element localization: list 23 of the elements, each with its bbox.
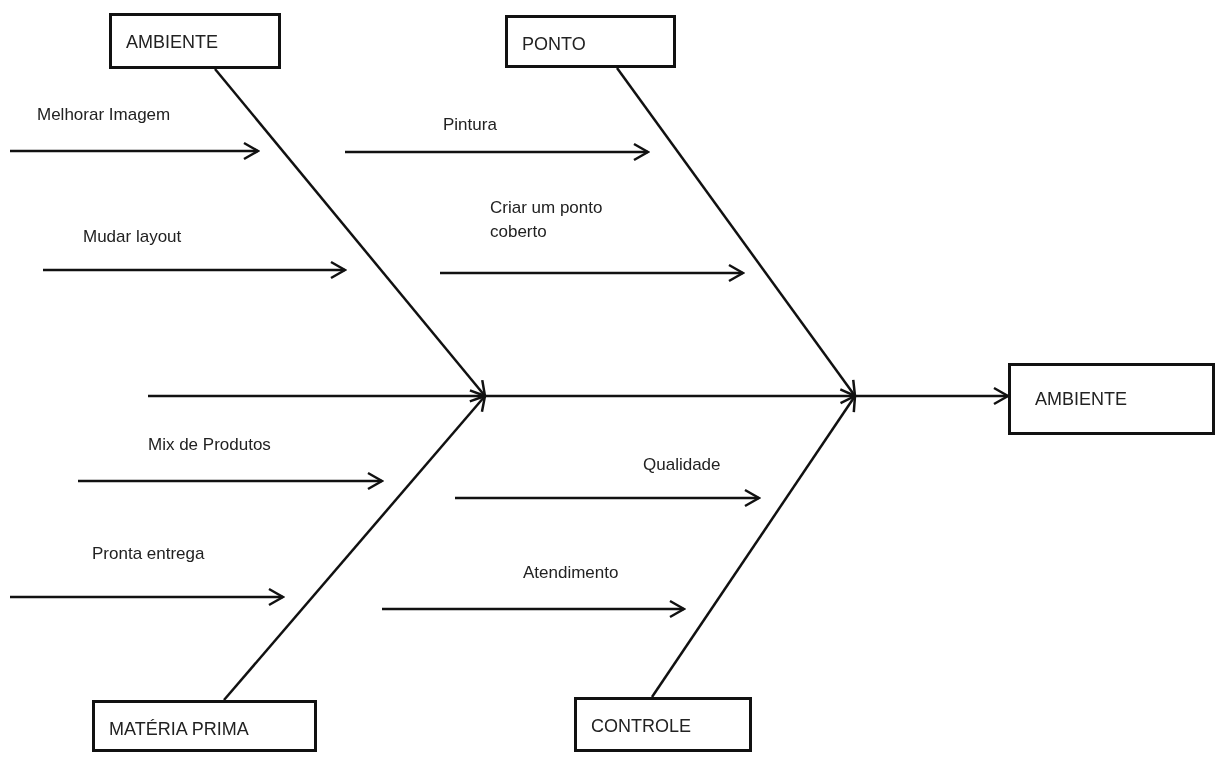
cause-label: Mudar layout bbox=[83, 226, 182, 248]
arrow bbox=[650, 394, 857, 698]
cause-label: Pintura bbox=[443, 114, 497, 136]
category-box bbox=[1008, 363, 1215, 435]
box-label: AMBIENTE bbox=[1035, 388, 1127, 410]
arrow bbox=[223, 394, 487, 701]
cause-label: Qualidade bbox=[643, 454, 721, 476]
box-label: CONTROLE bbox=[591, 716, 691, 737]
cause-label: Mix de Produtos bbox=[148, 434, 271, 456]
category-box bbox=[92, 700, 317, 752]
cause-label: Atendimento bbox=[523, 562, 619, 584]
category-box bbox=[505, 15, 676, 68]
arrow bbox=[214, 68, 487, 398]
cause-label: Melhorar Imagem bbox=[37, 104, 171, 126]
box-label: AMBIENTE bbox=[126, 32, 218, 53]
arrow bbox=[616, 67, 857, 398]
box-label: PONTO bbox=[522, 34, 586, 55]
category-box bbox=[574, 697, 752, 752]
box-label: MATÉRIA PRIMA bbox=[109, 719, 249, 740]
cause-label: Pronta entrega bbox=[92, 543, 205, 565]
category-box bbox=[109, 13, 281, 69]
arrow bbox=[148, 386, 1010, 406]
cause-label: Criar um ponto coberto bbox=[490, 197, 604, 243]
